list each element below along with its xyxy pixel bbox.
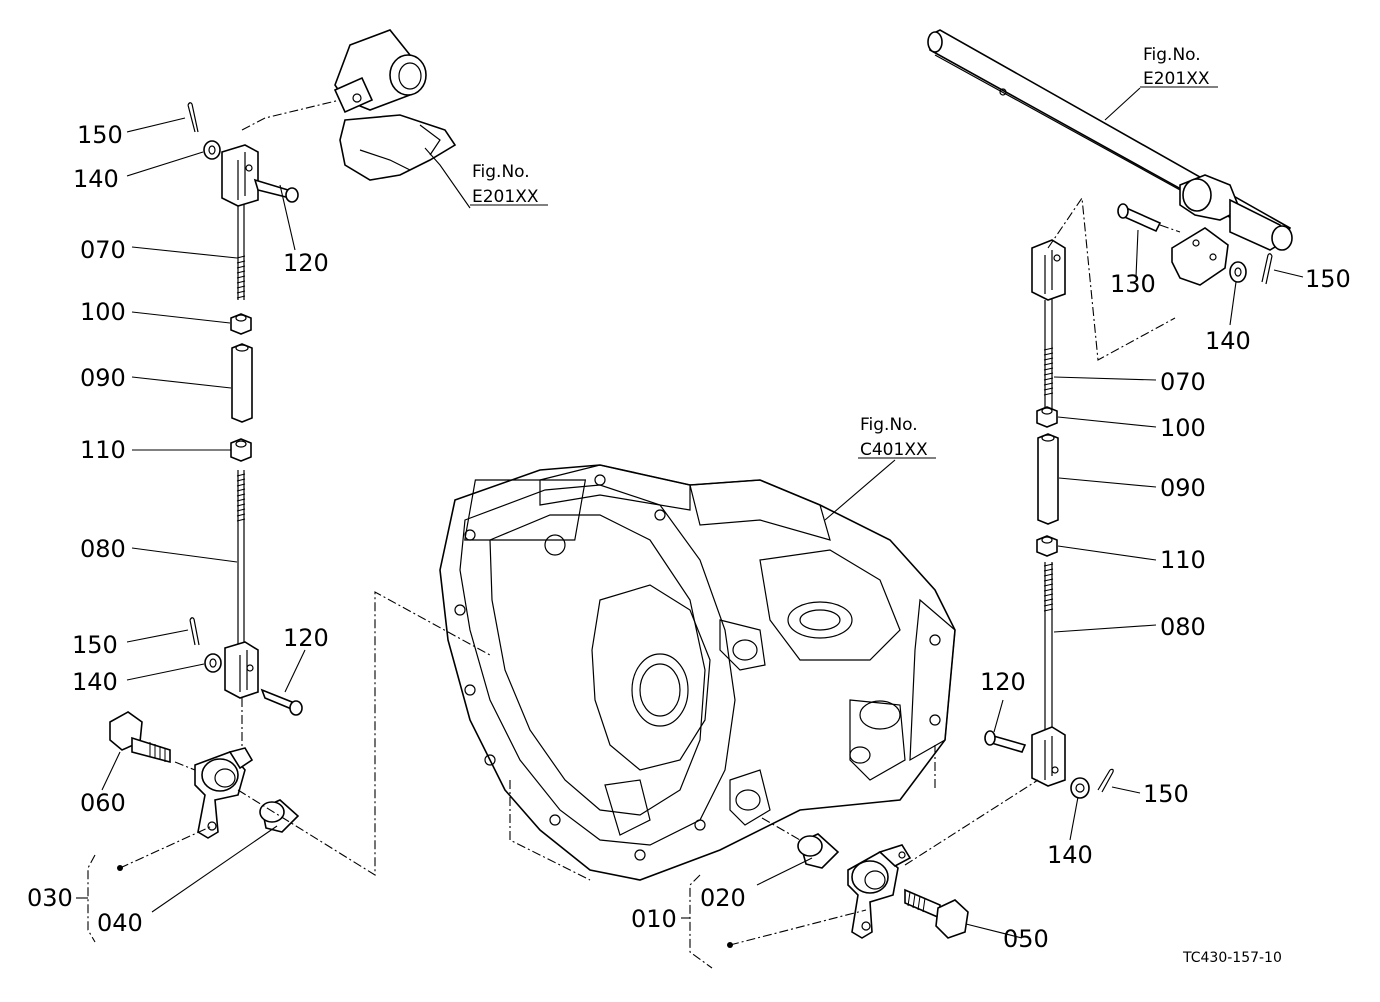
upper-right-shaft: [927, 29, 1293, 286]
right-linkage-assembly: [984, 239, 1114, 799]
fig-ref-code-left: E201XX: [472, 187, 539, 207]
fig-ref-label-center: Fig.No.: [860, 415, 918, 435]
fig-ref-code-center: C401XX: [860, 440, 928, 460]
callout-090-left: 090: [80, 364, 126, 392]
arm-group-dot-right: [727, 942, 733, 948]
fig-ref-code-right: E201XX: [1143, 69, 1210, 89]
clevis-pin-120-left-bottom: [260, 688, 296, 712]
callout-150-right-bottom: 150: [1143, 780, 1189, 808]
callout-070-right: 070: [1160, 368, 1206, 396]
transmission-case: [439, 464, 956, 881]
callout-150-right-top: 150: [1305, 265, 1351, 293]
fig-ref-label-right: Fig.No.: [1143, 45, 1201, 65]
nut-110-left: [230, 438, 252, 462]
leader-lines: [76, 87, 1304, 939]
callout-120-left-bottom: 120: [283, 624, 329, 652]
fig-ref-label-left: Fig.No.: [472, 162, 530, 182]
callout-080-left: 080: [80, 535, 126, 563]
drawing-code: TC430-157-10: [1182, 950, 1282, 966]
callout-080-right: 080: [1160, 613, 1206, 641]
right-shift-arm-group: [797, 833, 969, 939]
callout-040: 040: [97, 909, 143, 937]
split-pin-150-right-bottom: [1097, 768, 1114, 793]
callout-130: 130: [1110, 270, 1156, 298]
left-linkage-assembly: [187, 102, 303, 755]
callout-140-right-top: 140: [1205, 327, 1251, 355]
washer-140-left-bottom: [204, 653, 222, 673]
nut-110-right: [1036, 535, 1058, 557]
washer-140-right-top: [1229, 261, 1247, 283]
lever-arm-right: [1171, 227, 1229, 286]
upper-left-lever: [333, 29, 457, 181]
turnbuckle-090-left: [231, 343, 253, 423]
callout-100-left: 100: [80, 298, 126, 326]
callout-150-left-top: 150: [77, 121, 123, 149]
callout-140-left-top: 140: [73, 165, 119, 193]
callout-050: 050: [1003, 925, 1049, 953]
bolt-050: [904, 888, 941, 920]
callout-120-right: 120: [980, 668, 1026, 696]
arm-group-dot-left: [117, 865, 123, 871]
clevis-left-bottom: [224, 641, 259, 699]
callout-140-right-bottom: 140: [1047, 841, 1093, 869]
callout-010: 010: [631, 905, 677, 933]
clevis-right-bottom: [1031, 726, 1066, 787]
clevis-left-top: [221, 144, 259, 207]
clevis-pin-120-left-top: [253, 178, 292, 200]
clevis-right-top: [1031, 239, 1066, 301]
turnbuckle-090-right: [1037, 433, 1059, 525]
callout-070-left: 070: [80, 236, 126, 264]
callout-140-left-bottom: 140: [72, 668, 118, 696]
callout-030: 030: [27, 884, 73, 912]
washer-140-left-top: [203, 140, 221, 160]
callout-150-left-bottom: 150: [72, 631, 118, 659]
callout-120-left-top: 120: [283, 249, 329, 277]
callout-110-right: 110: [1160, 546, 1206, 574]
callout-labels: 150 140 070 120 100 090 110 080 150 140 …: [27, 45, 1351, 966]
callout-020: 020: [700, 884, 746, 912]
nut-100-right: [1036, 406, 1058, 428]
washer-140-right-bottom: [1070, 777, 1090, 799]
split-pin-150-right-top: [1261, 253, 1273, 285]
callout-060: 060: [80, 789, 126, 817]
callout-100-right: 100: [1160, 414, 1206, 442]
split-pin-150-left-top: [187, 102, 199, 133]
callout-110-left: 110: [80, 436, 126, 464]
nut-100-left: [230, 313, 252, 335]
split-pin-150-left-bottom: [189, 617, 200, 646]
left-shift-arm-group: [109, 711, 300, 839]
callout-090-right: 090: [1160, 474, 1206, 502]
